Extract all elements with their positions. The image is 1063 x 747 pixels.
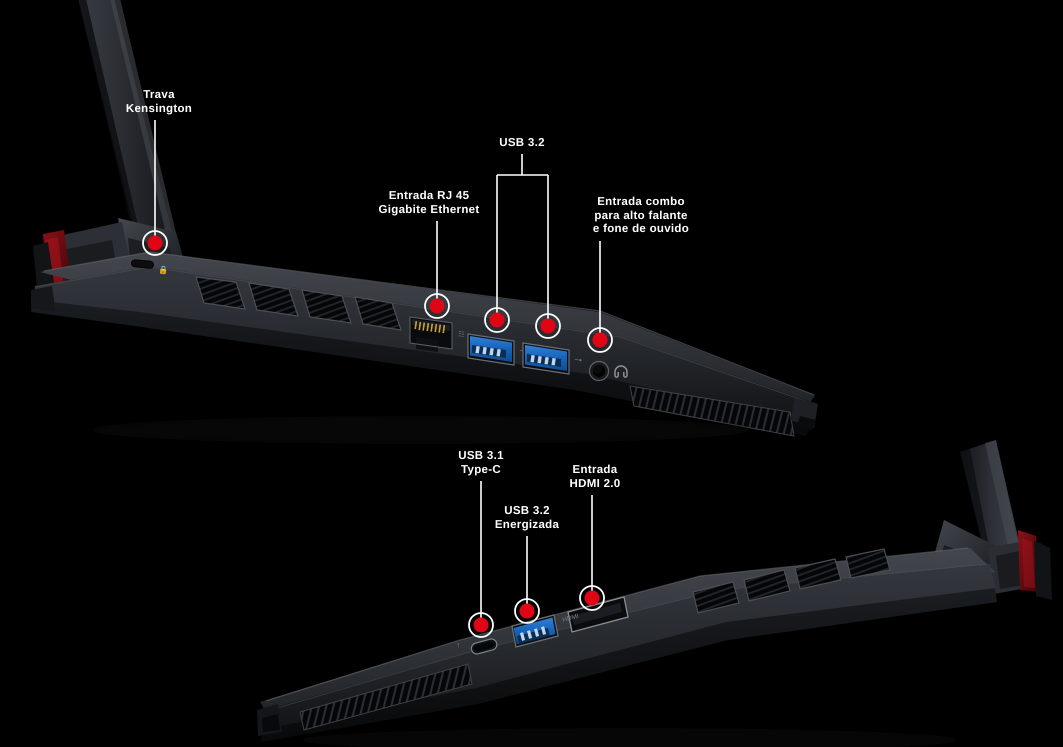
callout-label-combo-audio: Entrada combo para alto falante e fone d… (592, 196, 690, 235)
kensington-lock-slot: 🔒 (131, 259, 169, 275)
marker-kensington (142, 230, 168, 256)
usb-a-port-2: −• (522, 342, 583, 375)
marker-usb32-energizada (514, 598, 540, 624)
laptop-lid-top (78, 0, 176, 248)
laptop-lid-bottom (960, 440, 1022, 566)
callout-label-usb32: USB 3.2 (499, 137, 545, 149)
marker-hdmi (579, 585, 605, 611)
marker-usb32-a (484, 307, 510, 333)
callout-label-kensington: Trava Kensington (125, 89, 193, 115)
marker-rj45 (424, 293, 450, 319)
callout-bracket-usb32 (496, 154, 549, 321)
laptop-top-left-side: 🔒 ☷ (31, 0, 818, 444)
callout-label-hdmi: Entrada HDMI 2.0 (569, 464, 621, 490)
laptop-base-bottom-edge-2 (260, 588, 997, 742)
rear-exhaust-vent-bottom (299, 663, 473, 731)
rear-exhaust-vent-top (629, 385, 795, 437)
svg-text:☷: ☷ (458, 331, 465, 339)
headphone-jack (588, 360, 628, 382)
svg-text:🔒: 🔒 (158, 265, 169, 275)
marker-combo-audio (587, 327, 613, 353)
callout-markers (142, 230, 613, 638)
usb-c-port: ↑ (455, 638, 498, 655)
marker-usb32-b (535, 313, 561, 339)
ethernet-port: ☷ (409, 316, 465, 352)
svg-text:−•: −• (574, 355, 583, 365)
svg-text:HDMI: HDMI (562, 613, 580, 624)
callout-label-usb31-typec: USB 3.1 Type-C (458, 450, 504, 476)
laptop-base-bottom-edge (31, 300, 812, 436)
laptop-bottom-right-side: ↑ HDMI (257, 440, 1052, 747)
vent-group-bottom (692, 548, 891, 614)
callout-label-rj45: Entrada RJ 45 Gigabite Ethernet (378, 190, 480, 216)
hdmi-port: HDMI (562, 596, 629, 633)
marker-usb31-typec (468, 612, 494, 638)
svg-text:↑: ↑ (455, 640, 461, 650)
callout-label-usb32-energizada: USB 3.2 Energizada (494, 505, 560, 531)
headphone-icon (614, 365, 628, 378)
vent-group-top (195, 276, 402, 331)
callout-lines (154, 120, 601, 620)
